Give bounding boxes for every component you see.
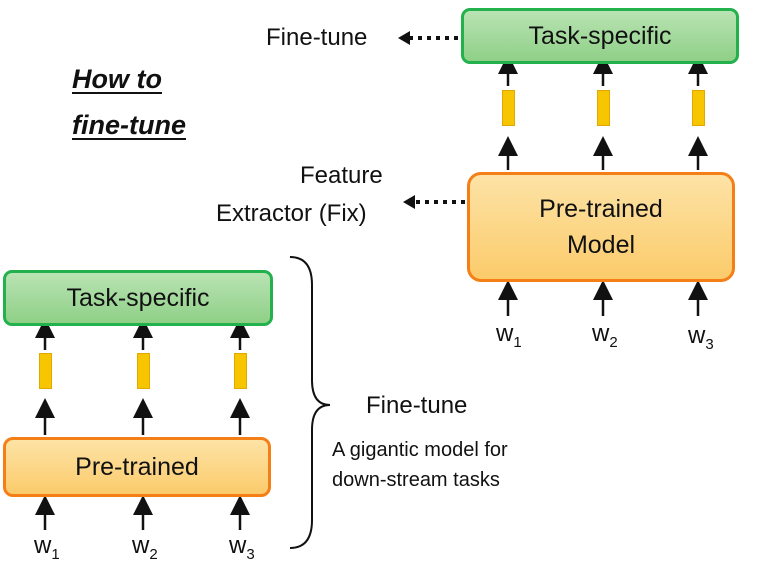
caption: A gigantic model for down-stream tasks [332, 435, 592, 495]
bottom-pretrained-box: Pre-trained [3, 437, 271, 497]
bottom-pretrained-label: Pre-trained [75, 453, 199, 481]
bottom-token-1: w1 [34, 532, 60, 563]
caption-line-2: down-stream tasks [332, 469, 500, 491]
top-task-specific-box: Task-specific [461, 8, 739, 64]
caption-line-1: A gigantic model for [332, 439, 508, 461]
top-feature-bar-2 [597, 90, 610, 126]
feature-label-line-2: Extractor (Fix) [216, 200, 367, 227]
feature-label-line-1: Feature [300, 162, 383, 189]
bottom-task-specific-box: Task-specific [3, 270, 273, 326]
top-task-specific-label: Task-specific [528, 22, 672, 50]
bottom-feature-bar-1 [39, 353, 52, 389]
top-pretrained-label-line-2: Model [566, 231, 636, 259]
title-line-2: fine-tune [72, 110, 186, 140]
top-feature-bar-1 [502, 90, 515, 126]
curly-brace [289, 256, 331, 549]
bottom-feature-bar-3 [234, 353, 247, 389]
top-pretrained-label-line-1: Pre-trained [539, 195, 663, 223]
bottom-token-2: w2 [132, 532, 158, 563]
top-token-1: w1 [496, 320, 522, 351]
brace-finetune-label: Fine-tune [366, 392, 468, 419]
top-pretrained-model-box: Pre-trained Model [467, 172, 735, 282]
title-line-1: How to [72, 64, 162, 94]
top-token-3: w3 [688, 322, 714, 353]
top-finetune-side-label: Fine-tune [266, 24, 368, 51]
top-token-2: w2 [592, 320, 618, 351]
bottom-token-3: w3 [229, 532, 255, 563]
bottom-task-specific-label: Task-specific [66, 284, 210, 312]
bottom-feature-bar-2 [137, 353, 150, 389]
top-feature-bar-3 [692, 90, 705, 126]
